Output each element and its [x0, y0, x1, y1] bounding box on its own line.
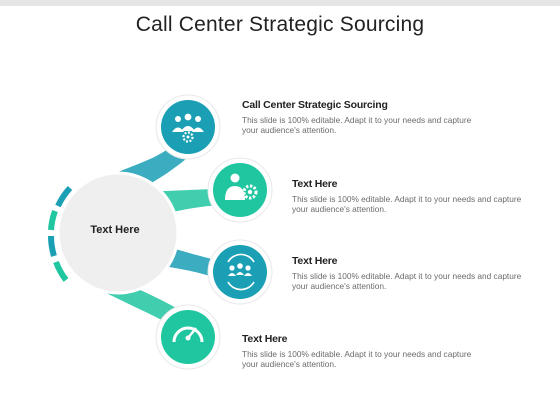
center-label: Text Here [90, 224, 140, 236]
page-title: Call Center Strategic Sourcing [135, 13, 425, 36]
item-4: Text Here This slide is 100% editable. A… [242, 333, 472, 369]
item-title: Text Here [242, 333, 288, 345]
item-3: Text Here This slide is 100% editable. A… [292, 255, 522, 291]
item-1: Call Center Strategic Sourcing This slid… [242, 99, 472, 135]
center-circle [56, 171, 180, 295]
item-description: This slide is 100% editable. Adapt it to… [292, 271, 522, 291]
team-gear-icon [172, 113, 204, 143]
item-2: Text Here This slide is 100% editable. A… [292, 178, 522, 214]
top-bar [0, 0, 560, 6]
item-title: Call Center Strategic Sourcing [242, 99, 388, 111]
arc-segment-4 [53, 260, 69, 282]
speedometer-icon [172, 326, 204, 343]
arc-segment-2 [48, 209, 58, 231]
item-title: Text Here [292, 255, 338, 267]
arc-segment-3 [48, 235, 57, 257]
item-description: This slide is 100% editable. Adapt it to… [242, 115, 472, 135]
item-description: This slide is 100% editable. Adapt it to… [292, 194, 522, 214]
item-description: This slide is 100% editable. Adapt it to… [242, 349, 472, 369]
arc-segment-1 [55, 185, 73, 208]
person-gear-icon [225, 173, 258, 200]
people-cycle-icon [227, 253, 255, 291]
item-title: Text Here [292, 178, 338, 190]
